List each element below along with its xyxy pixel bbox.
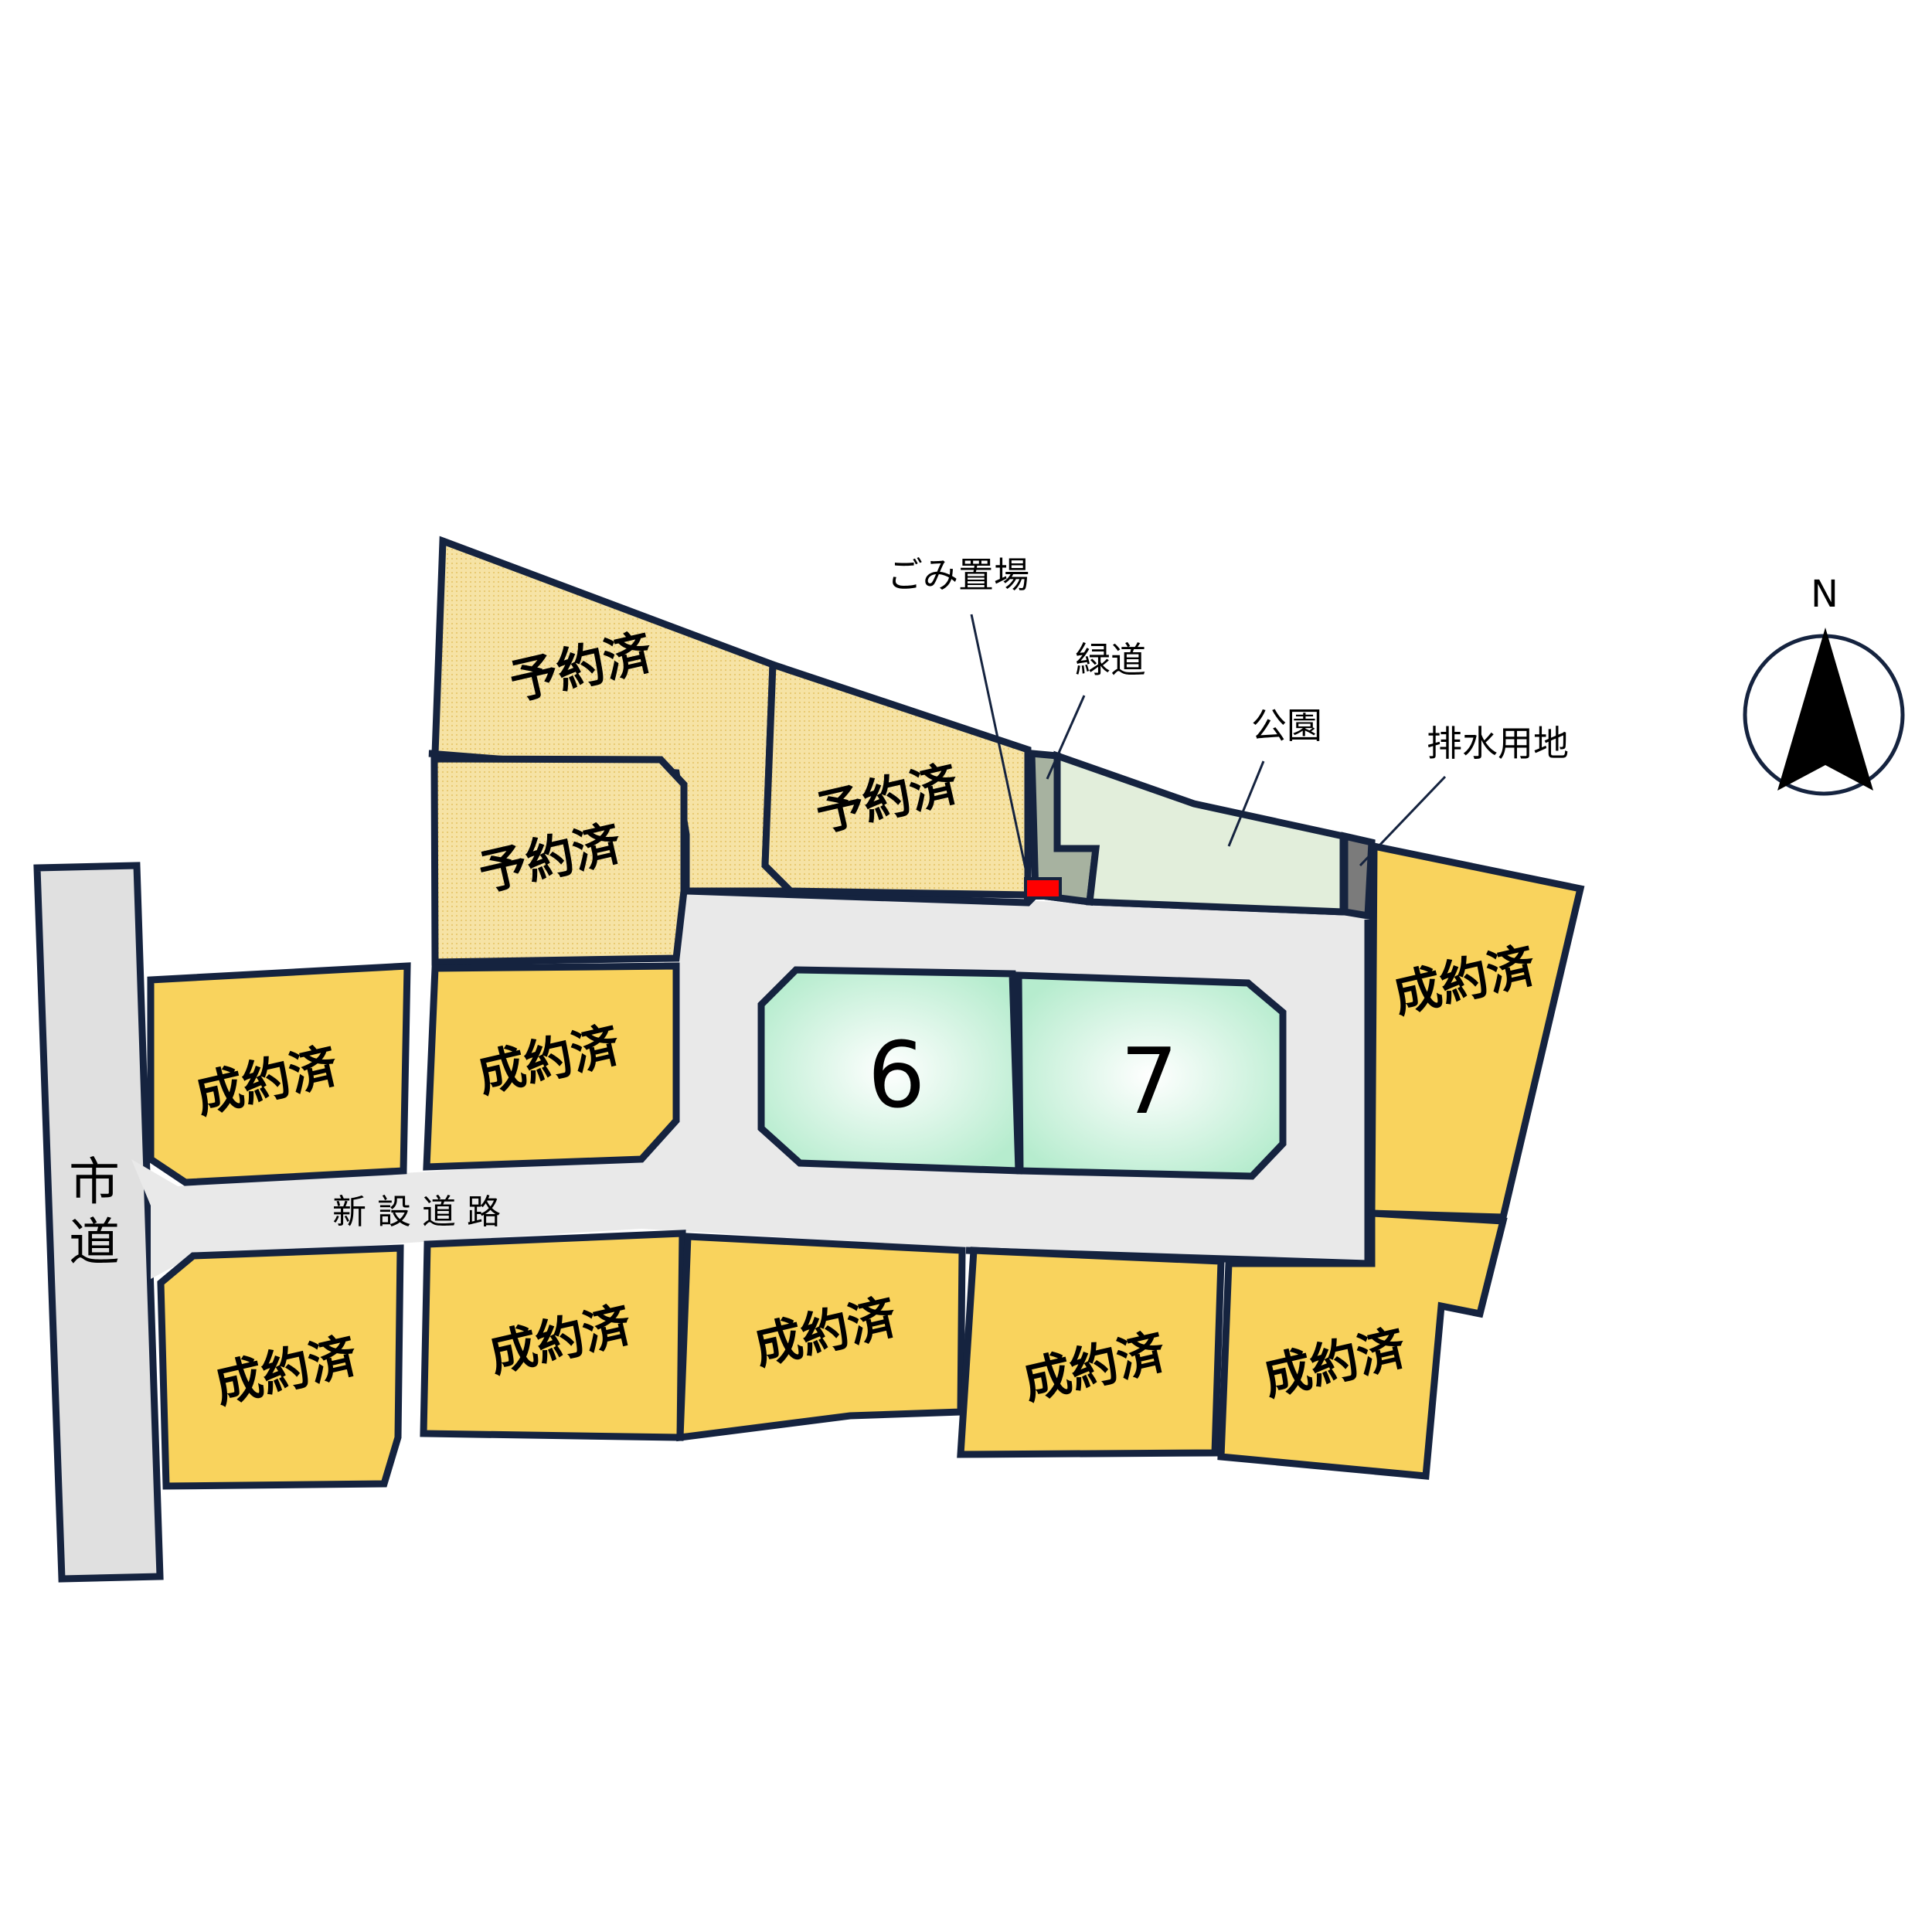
reserved-lot-2[interactable] bbox=[761, 659, 1032, 899]
drainage-land-label: 排水用地 bbox=[1427, 723, 1569, 764]
city-road-label-2: 道 bbox=[69, 1213, 120, 1272]
sold-lot-bottom-3[interactable] bbox=[676, 1233, 966, 1442]
sold-lot-bottom-1[interactable] bbox=[157, 1244, 404, 1490]
sold-lot-top-left[interactable] bbox=[147, 962, 411, 1186]
available-lot-7-label: 7 bbox=[1120, 1028, 1178, 1134]
drainage-land bbox=[1341, 832, 1376, 920]
available-lot-7[interactable] bbox=[1015, 971, 1287, 1180]
city-road bbox=[33, 862, 164, 1583]
reserved-lot-3[interactable] bbox=[430, 755, 688, 966]
sold-lot-mid-left[interactable] bbox=[423, 962, 680, 1171]
sold-lot-bottom-4[interactable] bbox=[957, 1247, 1225, 1458]
north-arrow: N bbox=[1743, 573, 1905, 796]
park-leader bbox=[1227, 760, 1265, 847]
sold-lot-bottom-5[interactable] bbox=[1217, 1209, 1508, 1480]
north-arrow-icon bbox=[1777, 628, 1873, 791]
park bbox=[1053, 750, 1347, 916]
green-path-leader bbox=[1046, 695, 1086, 780]
garbage-area-label: ごみ置場 bbox=[887, 554, 1029, 596]
available-lot-6-label: 6 bbox=[867, 1022, 925, 1128]
garbage-area-leader bbox=[970, 614, 1029, 880]
garbage-area bbox=[1024, 877, 1062, 900]
sold-lot-right-tall[interactable] bbox=[1368, 842, 1585, 1221]
north-label: N bbox=[1811, 573, 1838, 616]
city-road-label-1: 市 bbox=[69, 1152, 120, 1212]
green-path-label: 緑道 bbox=[1075, 639, 1146, 681]
park-label: 公園 bbox=[1251, 705, 1322, 747]
drainage-land-leader bbox=[1359, 775, 1447, 867]
new-road-label: 新設道路 bbox=[332, 1192, 512, 1232]
available-lot-6[interactable] bbox=[757, 966, 1022, 1175]
